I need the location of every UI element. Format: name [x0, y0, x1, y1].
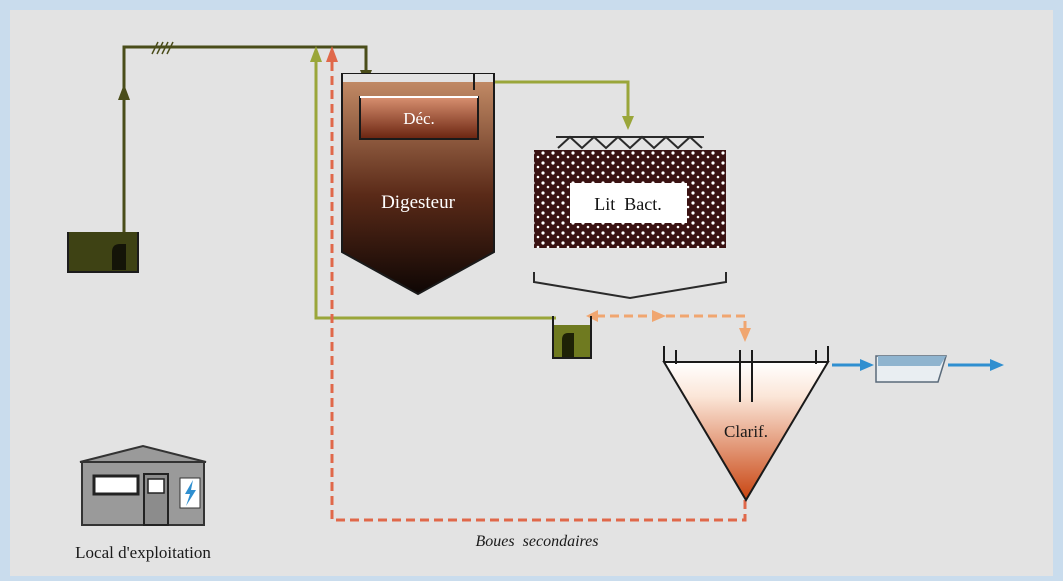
pump-icon [112, 244, 126, 270]
secondary-sludge-pipe [330, 56, 747, 522]
distributor-arm [556, 135, 704, 150]
trickling-filter-label-box [570, 183, 687, 223]
effluent-arrow-1 [860, 359, 874, 371]
recirculation-pipe [314, 54, 556, 320]
recirculation-arrow [310, 46, 322, 62]
effluent-channel [875, 355, 948, 383]
lightning-icon [185, 480, 196, 506]
decanter-label: Déc. [403, 109, 435, 128]
operations-building [79, 444, 207, 526]
operations-building-label: Local d'exploitation [75, 543, 211, 562]
trickling-filter-label: Lit Bact. [594, 194, 661, 214]
filtered-water-arrow-right [652, 310, 666, 322]
clarifier-tank [662, 346, 830, 502]
raw-water-arrow-up [118, 84, 130, 100]
pipe-hatch-marks [151, 41, 174, 55]
raw-water-pipe [122, 45, 368, 232]
secondary-sludge-arrow [326, 46, 338, 62]
filtered-water-arrow-down [739, 328, 751, 342]
digester-tank [341, 73, 495, 296]
settled-water-pipe [488, 80, 630, 118]
secondary-sludge-label: Boues secondaires [476, 533, 599, 550]
clarifier-label: Clarif. [724, 422, 768, 441]
filter-underdrain [533, 272, 727, 300]
effluent-arrow-2 [990, 359, 1004, 371]
filter-sump [552, 316, 592, 359]
filtered-water-pipe [596, 314, 747, 330]
building-window [92, 474, 140, 496]
wet-well [67, 232, 139, 273]
sump-pump-icon [562, 333, 574, 357]
digester-label: Digesteur [381, 192, 456, 213]
settled-water-arrow [622, 116, 634, 130]
